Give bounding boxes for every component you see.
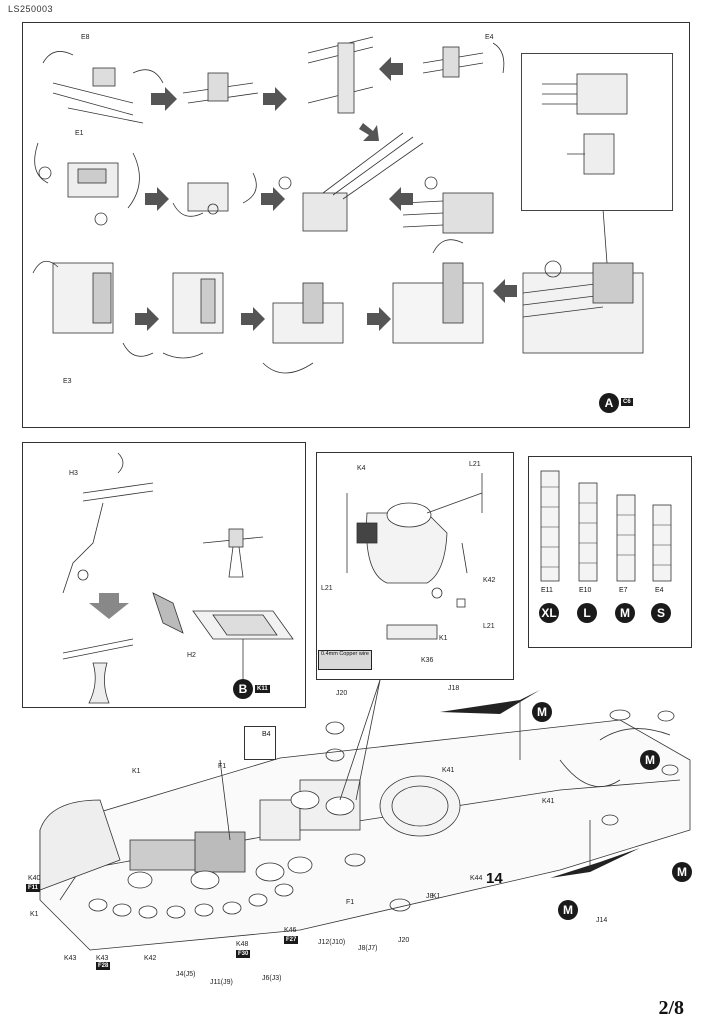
label-h2: H2 (187, 652, 196, 659)
gun-triple-barrel (402, 176, 494, 234)
hull-label-j20-b: J20 (398, 937, 409, 944)
ladder-size-xl: XL (539, 603, 559, 623)
b4-callout: B4 (244, 726, 276, 760)
label-l21-b: L21 (321, 585, 333, 592)
ladder-size-s: S (651, 603, 671, 623)
hull-label-k44: K44 (470, 875, 483, 882)
gun-assembly-drawing: E8 E4 E1 E3 (32, 34, 644, 385)
hull-label-k1-a: K1 (132, 768, 141, 775)
cradle-part-1 (34, 142, 140, 226)
mount-base-3 (262, 282, 344, 374)
hull-label-k48: K48 (236, 941, 249, 948)
hull-label-j18: J18 (448, 685, 459, 692)
label-l21-c: L21 (483, 623, 495, 630)
label-e4: E4 (485, 34, 494, 41)
hull-label-j14: J14 (596, 917, 607, 924)
hull-label-f1-a: F1 (218, 763, 226, 770)
hull-label-j6-j3: J6(J3) (262, 975, 281, 982)
label-e3: E3 (63, 378, 72, 385)
copper-wire-note: 0.4mm Copper wire (318, 650, 372, 670)
step-arrows (135, 57, 517, 331)
detail-inset (521, 53, 673, 211)
hull-labels: J20 J18 K1 F1 B4 K41 K41 J8 K40 K1 K43 K… (28, 685, 607, 986)
label-k1: K1 (439, 635, 448, 642)
gun-assembly-panel: E8 E4 E1 E3 A C6 (22, 22, 690, 428)
single-gun-panel: H3 H2 B K11 (22, 442, 306, 708)
hull-label-k40: K40 (28, 875, 41, 882)
ladder-part-e4: E4 (655, 587, 664, 594)
finished-mount (522, 260, 644, 354)
hull-label-k42: K42 (144, 955, 157, 962)
hull-tag-f28: F28 (96, 962, 111, 970)
mount-base-4 (392, 239, 484, 344)
ladder-part-e11: E11 (541, 587, 553, 594)
label-k4: K4 (357, 465, 366, 472)
assembly-ref-b-tag: K11 (255, 685, 270, 693)
b4-callout-label: B4 (262, 731, 271, 738)
label-k36: K36 (421, 657, 434, 664)
hull-label-j20: J20 (336, 690, 347, 697)
label-e8: E8 (81, 34, 90, 41)
step-reference: 14 (486, 870, 503, 887)
hull-label-j11-j9: J11(J9) (210, 979, 233, 986)
label-h3: H3 (69, 470, 78, 477)
assembly-ref-a-tag: C6 (621, 398, 633, 406)
hull-label-f1-b: F1 (346, 899, 354, 906)
assembly-ref-a: A (599, 393, 619, 413)
hull-tag-f11: F11 (26, 884, 41, 892)
hull-tag-f30: F30 (236, 950, 251, 958)
ladder-sizes-panel: E11 E10 E7 E4 XL L M S (528, 456, 692, 648)
mount-base-1 (32, 260, 154, 357)
hull-label-k46: K46 (284, 927, 297, 934)
ladder-size-l: L (577, 603, 597, 623)
hull-label-j4-j5: J4(J5) (176, 971, 195, 978)
hull-label-k1-b: K1 (30, 911, 39, 918)
hull-label-k1-c: K1 (432, 893, 441, 900)
hull-label-k41-a: K41 (442, 767, 455, 774)
hull-size-m-3: M (672, 862, 692, 882)
hull-size-m-2: M (640, 750, 660, 770)
tower-detail-panel: K4 L21 L21 K42 K1 L21 K36 (316, 452, 514, 680)
ladder-part-e7: E7 (619, 587, 628, 594)
hull-size-m-4: M (558, 900, 578, 920)
hull-label-k43-a: K43 (64, 955, 77, 962)
hull-label-k43-b: K43 (96, 955, 109, 962)
hull-tag-f27: F27 (284, 936, 299, 944)
barrel-part-3 (307, 36, 374, 114)
label-k42: K42 (483, 577, 496, 584)
hull-label-j12-j10: J12(J10) (318, 939, 345, 946)
label-l21-a: L21 (469, 461, 481, 468)
cradle-part-2 (172, 172, 257, 217)
assembly-ref-b: B (233, 679, 253, 699)
label-e1: E1 (75, 130, 84, 137)
ladder-size-m: M (615, 603, 635, 623)
barrel-part-4 (422, 42, 505, 78)
document-id: LS250003 (8, 4, 54, 14)
hull-size-m-1: M (532, 702, 552, 722)
gun-elevated (278, 132, 424, 232)
barrel-part-1 (42, 51, 164, 124)
hull-label-j8: J8 (426, 893, 434, 900)
page-number: 2/8 (658, 997, 684, 1019)
ladder-part-e10: E10 (579, 587, 592, 594)
hull-label-k41-b: K41 (542, 798, 555, 805)
barrel-part-2 (182, 72, 259, 104)
hull-label-j8-j7: J8(J7) (358, 945, 377, 952)
mount-base-2 (162, 272, 224, 359)
